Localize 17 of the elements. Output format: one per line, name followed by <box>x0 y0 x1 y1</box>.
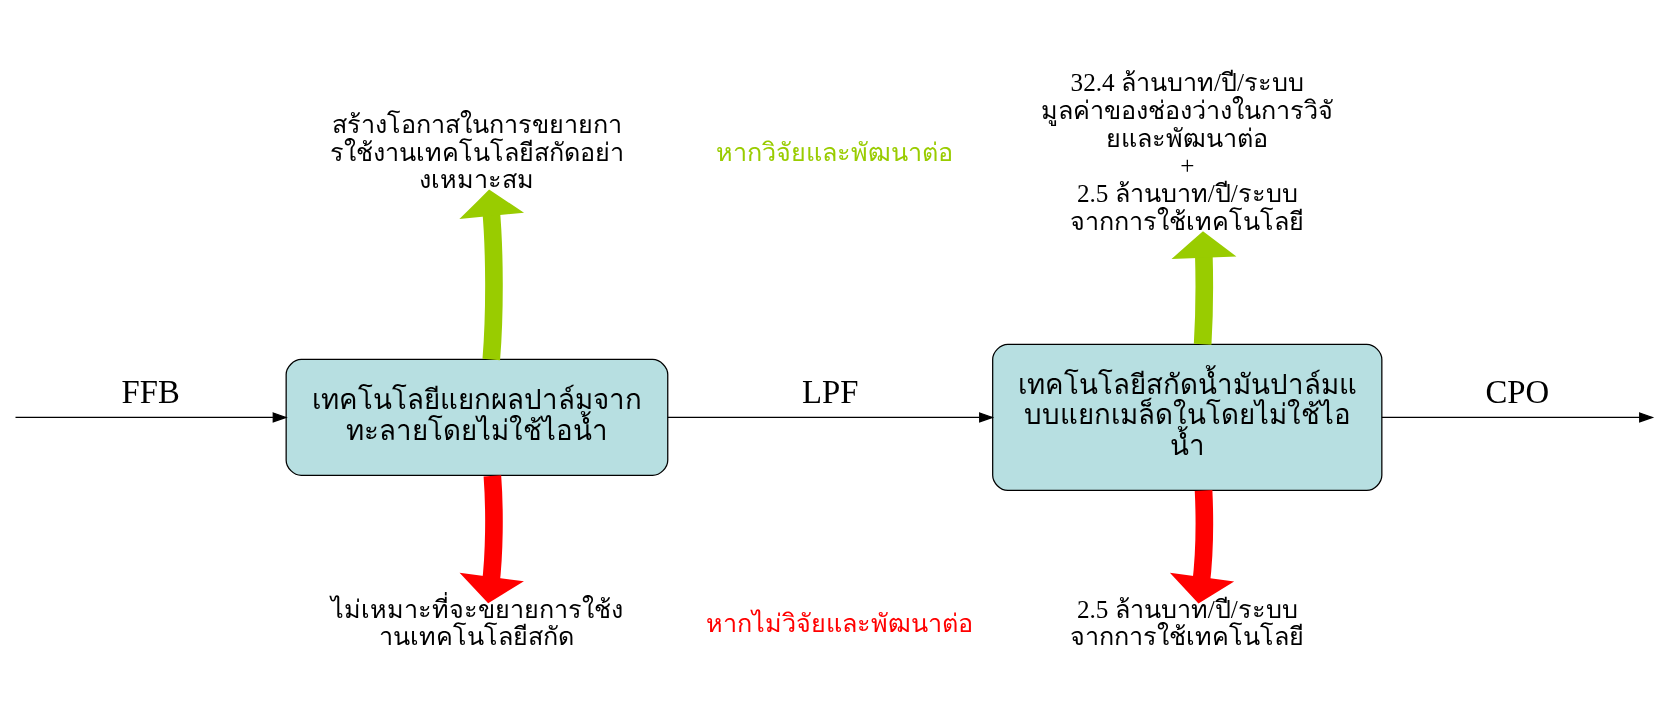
node-box: เทคโนโลยีแยกผลปาล์มจากทะลายโดยไม่ใช้ไอน้ำ <box>285 358 668 476</box>
arrow <box>459 475 524 604</box>
edge-label: CPO <box>1484 374 1549 411</box>
arrow <box>14 412 288 423</box>
node-text: 32.4 ล้านบาท/ปี/ระบบ มูลค่าของช่องว่างในการวิจัยและพัฒนาต่อ + 2.5 ล้านบาท/ปี/ระบบ จากการใช้เทคโนโลยี <box>1040 69 1333 235</box>
arrow <box>458 189 524 361</box>
label: หากไม่วิจัยและพัฒนาต่อ <box>705 609 973 637</box>
arrow <box>1169 490 1234 604</box>
arrow <box>1380 412 1654 423</box>
node-box: เทคโนโลยีสกัดน้ำมันปาล์มแบบแยกเมล็ดในโดยไม่ใช้ไอน้ำ <box>991 343 1382 492</box>
label: หากวิจัยและพัฒนาต่อ <box>715 138 953 166</box>
arrow <box>1171 231 1236 345</box>
edge-label: LPF <box>801 374 858 411</box>
arrow <box>666 412 994 423</box>
edge-label: FFB <box>121 374 180 411</box>
node-text: สร้างโอกาสในการขยายการใช้งานเทคโนโลยีสกัดอย่างเหมาะสม <box>329 110 624 194</box>
node-text: 2.5 ล้านบาท/ปี/ระบบ จากการใช้เทคโนโลยี <box>1069 595 1304 651</box>
